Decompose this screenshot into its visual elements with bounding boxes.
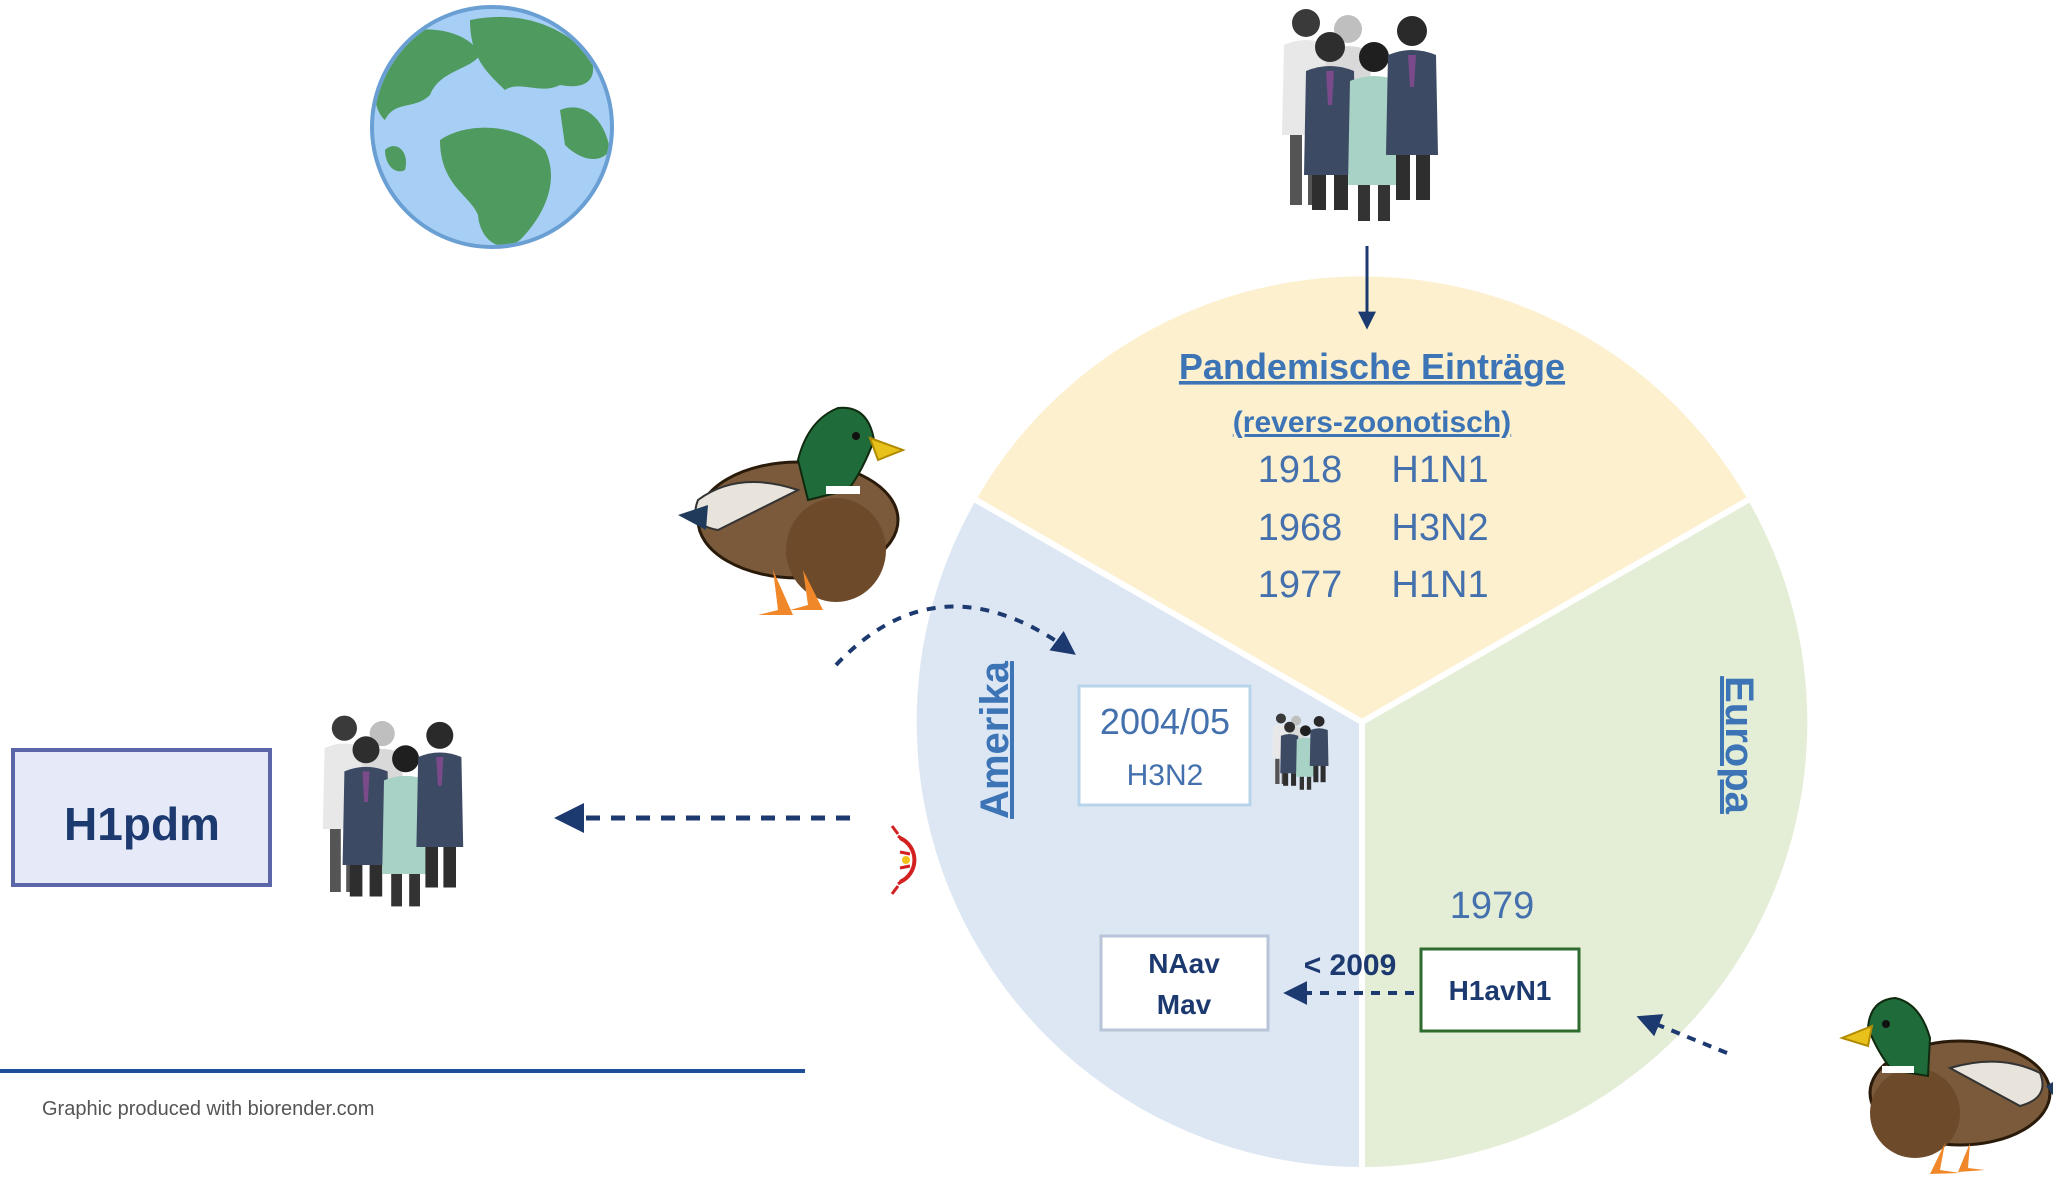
box-2004-year: 2004/05 bbox=[1100, 701, 1230, 742]
people-group-left-icon bbox=[322, 715, 464, 907]
virus-icon bbox=[890, 825, 917, 895]
mallard-duck-lower-icon bbox=[1838, 996, 2053, 1174]
pandemic-subtype-1: H1N1 bbox=[1391, 449, 1488, 491]
box-h1pdm-label: H1pdm bbox=[64, 798, 220, 850]
region-label-amerika: Amerika bbox=[973, 660, 1017, 819]
arrows bbox=[554, 246, 1728, 1055]
europa-year: 1979 bbox=[1450, 885, 1535, 927]
box-h1pdm bbox=[11, 748, 272, 887]
arrow-duck-to-amerika bbox=[834, 604, 1076, 667]
pandemic-year-1: 1918 bbox=[1258, 449, 1343, 491]
region-label-europa: Europa bbox=[1717, 676, 1761, 815]
pandemic-year-2: 1968 bbox=[1258, 507, 1343, 549]
arrow-label-before-2009: < 2009 bbox=[1304, 949, 1397, 982]
mallard-duck-icon bbox=[678, 406, 906, 615]
pandemic-year-3: 1977 bbox=[1258, 564, 1343, 606]
box-2004-h3n2 bbox=[1077, 684, 1252, 807]
footer-divider bbox=[0, 1069, 805, 1073]
box-naav-line1: NAav bbox=[1148, 948, 1220, 979]
box-mav-line2: Mav bbox=[1157, 989, 1212, 1020]
pandemic-subtitle: (revers-zoonotisch) bbox=[1233, 406, 1511, 439]
box-h1avn1-label: H1avN1 bbox=[1449, 975, 1552, 1006]
people-group-icon bbox=[1282, 9, 1438, 221]
people-group-small-icon bbox=[1272, 713, 1329, 790]
globe-icon bbox=[370, 5, 614, 249]
pandemic-title: Pandemische Einträge bbox=[1179, 346, 1565, 387]
pandemic-subtype-2: H3N2 bbox=[1391, 507, 1488, 549]
pandemic-subtype-3: H1N1 bbox=[1391, 564, 1488, 606]
credit-text: Graphic produced with biorender.com bbox=[42, 1098, 375, 1120]
box-2004-subtype: H3N2 bbox=[1127, 759, 1204, 792]
box-h1avn1 bbox=[1419, 947, 1581, 1033]
box-naav-mav bbox=[1099, 934, 1270, 1032]
